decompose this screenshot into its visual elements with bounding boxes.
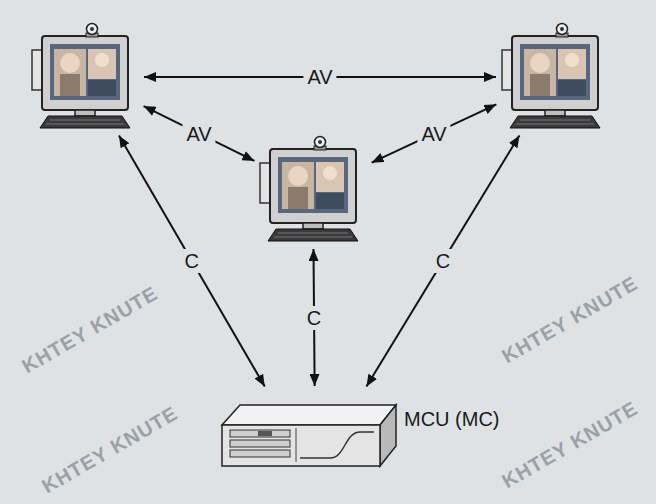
signal-label: AV	[417, 122, 450, 146]
watermark: KHTEY KNUTE	[498, 272, 642, 368]
signal-arrow	[144, 106, 255, 161]
signal-label: C	[432, 249, 454, 273]
signal-label: AV	[303, 65, 336, 89]
signal-arrow	[372, 104, 497, 162]
computer-icon	[502, 24, 600, 129]
mcu-device	[222, 405, 396, 466]
signal-arrow	[119, 135, 265, 386]
signal-arrow	[366, 135, 519, 386]
signal-label: C	[181, 249, 203, 273]
computer-station	[30, 22, 140, 132]
computer-icon	[32, 24, 130, 129]
computer-icon	[260, 137, 358, 242]
watermark: KHTEY KNUTE	[38, 402, 182, 498]
watermark: KHTEY KNUTE	[498, 397, 642, 493]
computer-station	[258, 135, 368, 245]
signal-label: C	[303, 306, 325, 330]
watermark: KHTEY KNUTE	[18, 282, 162, 378]
device-label: MCU (MC)	[404, 408, 500, 430]
signal-label: AV	[182, 122, 215, 146]
mcu-server: MCU (MC)	[212, 390, 510, 470]
computer-station	[500, 22, 610, 132]
